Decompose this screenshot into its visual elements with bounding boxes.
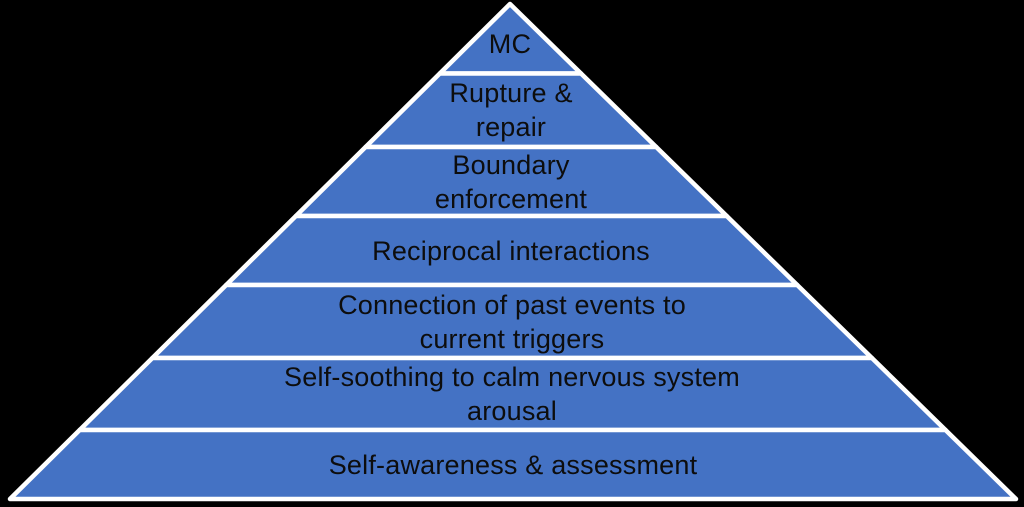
pyramid-level-2-shape [363,71,659,150]
pyramid-level-7-shape [7,427,1019,502]
pyramid-level-1-shape [437,1,584,76]
pyramid-level-3-shape [293,144,729,219]
pyramid-level-4-shape [223,213,800,288]
pyramid-level-5-shape [150,282,875,361]
pyramid-level-6-shape [77,355,948,433]
